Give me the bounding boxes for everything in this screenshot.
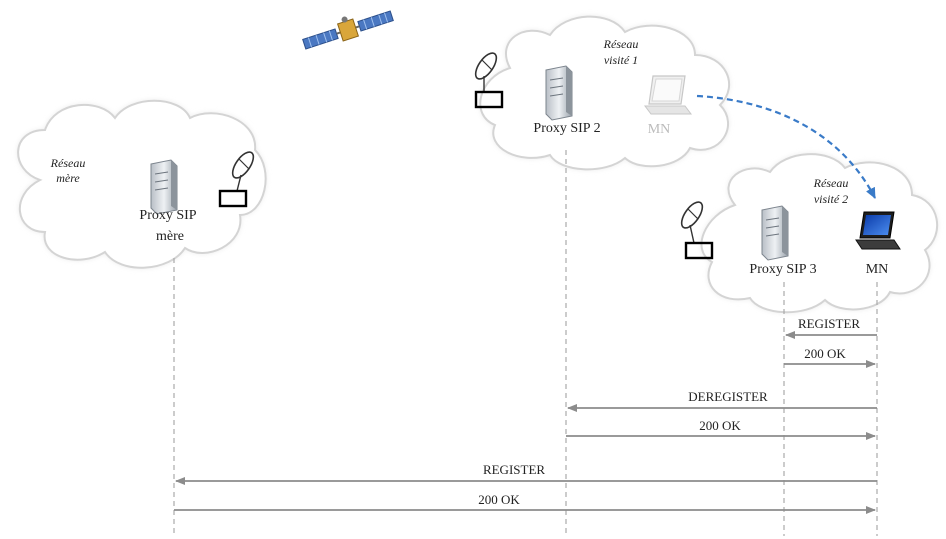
visited-network-1-label: Réseau [603, 37, 639, 51]
home-network-label: Réseau [50, 156, 86, 170]
mn-label: MN [866, 262, 889, 277]
server-icon [545, 65, 573, 121]
visited-network-1-label: visité 1 [604, 53, 638, 67]
proxy-home-label: Proxy SIP [139, 208, 196, 223]
server-icon [150, 159, 178, 215]
visited-network-2-label: visité 2 [814, 192, 848, 206]
dish-antenna-icon [474, 52, 504, 109]
proxy-3-label: Proxy SIP 3 [749, 262, 816, 277]
message-label: REGISTER [798, 316, 860, 331]
message-label: 200 OK [804, 346, 846, 361]
message-label: 200 OK [478, 492, 520, 507]
message-label: 200 OK [699, 418, 741, 433]
proxy-2-label: Proxy SIP 2 [533, 121, 600, 136]
message-label: REGISTER [483, 462, 545, 477]
dish-antenna-icon [218, 151, 255, 208]
message-label: DEREGISTER [688, 389, 768, 404]
dish-antenna-icon [680, 201, 714, 260]
visited-network-2-label: Réseau [813, 176, 849, 190]
cloud-home-network [17, 99, 267, 269]
laptop-icon [855, 211, 901, 250]
satellite-icon [302, 10, 394, 50]
server-icon [761, 205, 789, 261]
cloud-visited-network-2 [700, 153, 939, 314]
home-network-label: mère [56, 171, 80, 185]
cloud-visited-network-1 [479, 15, 731, 171]
mn-label-faded: MN [648, 122, 671, 137]
laptop-icon-faded [644, 75, 692, 115]
proxy-home-label: mère [156, 229, 184, 244]
